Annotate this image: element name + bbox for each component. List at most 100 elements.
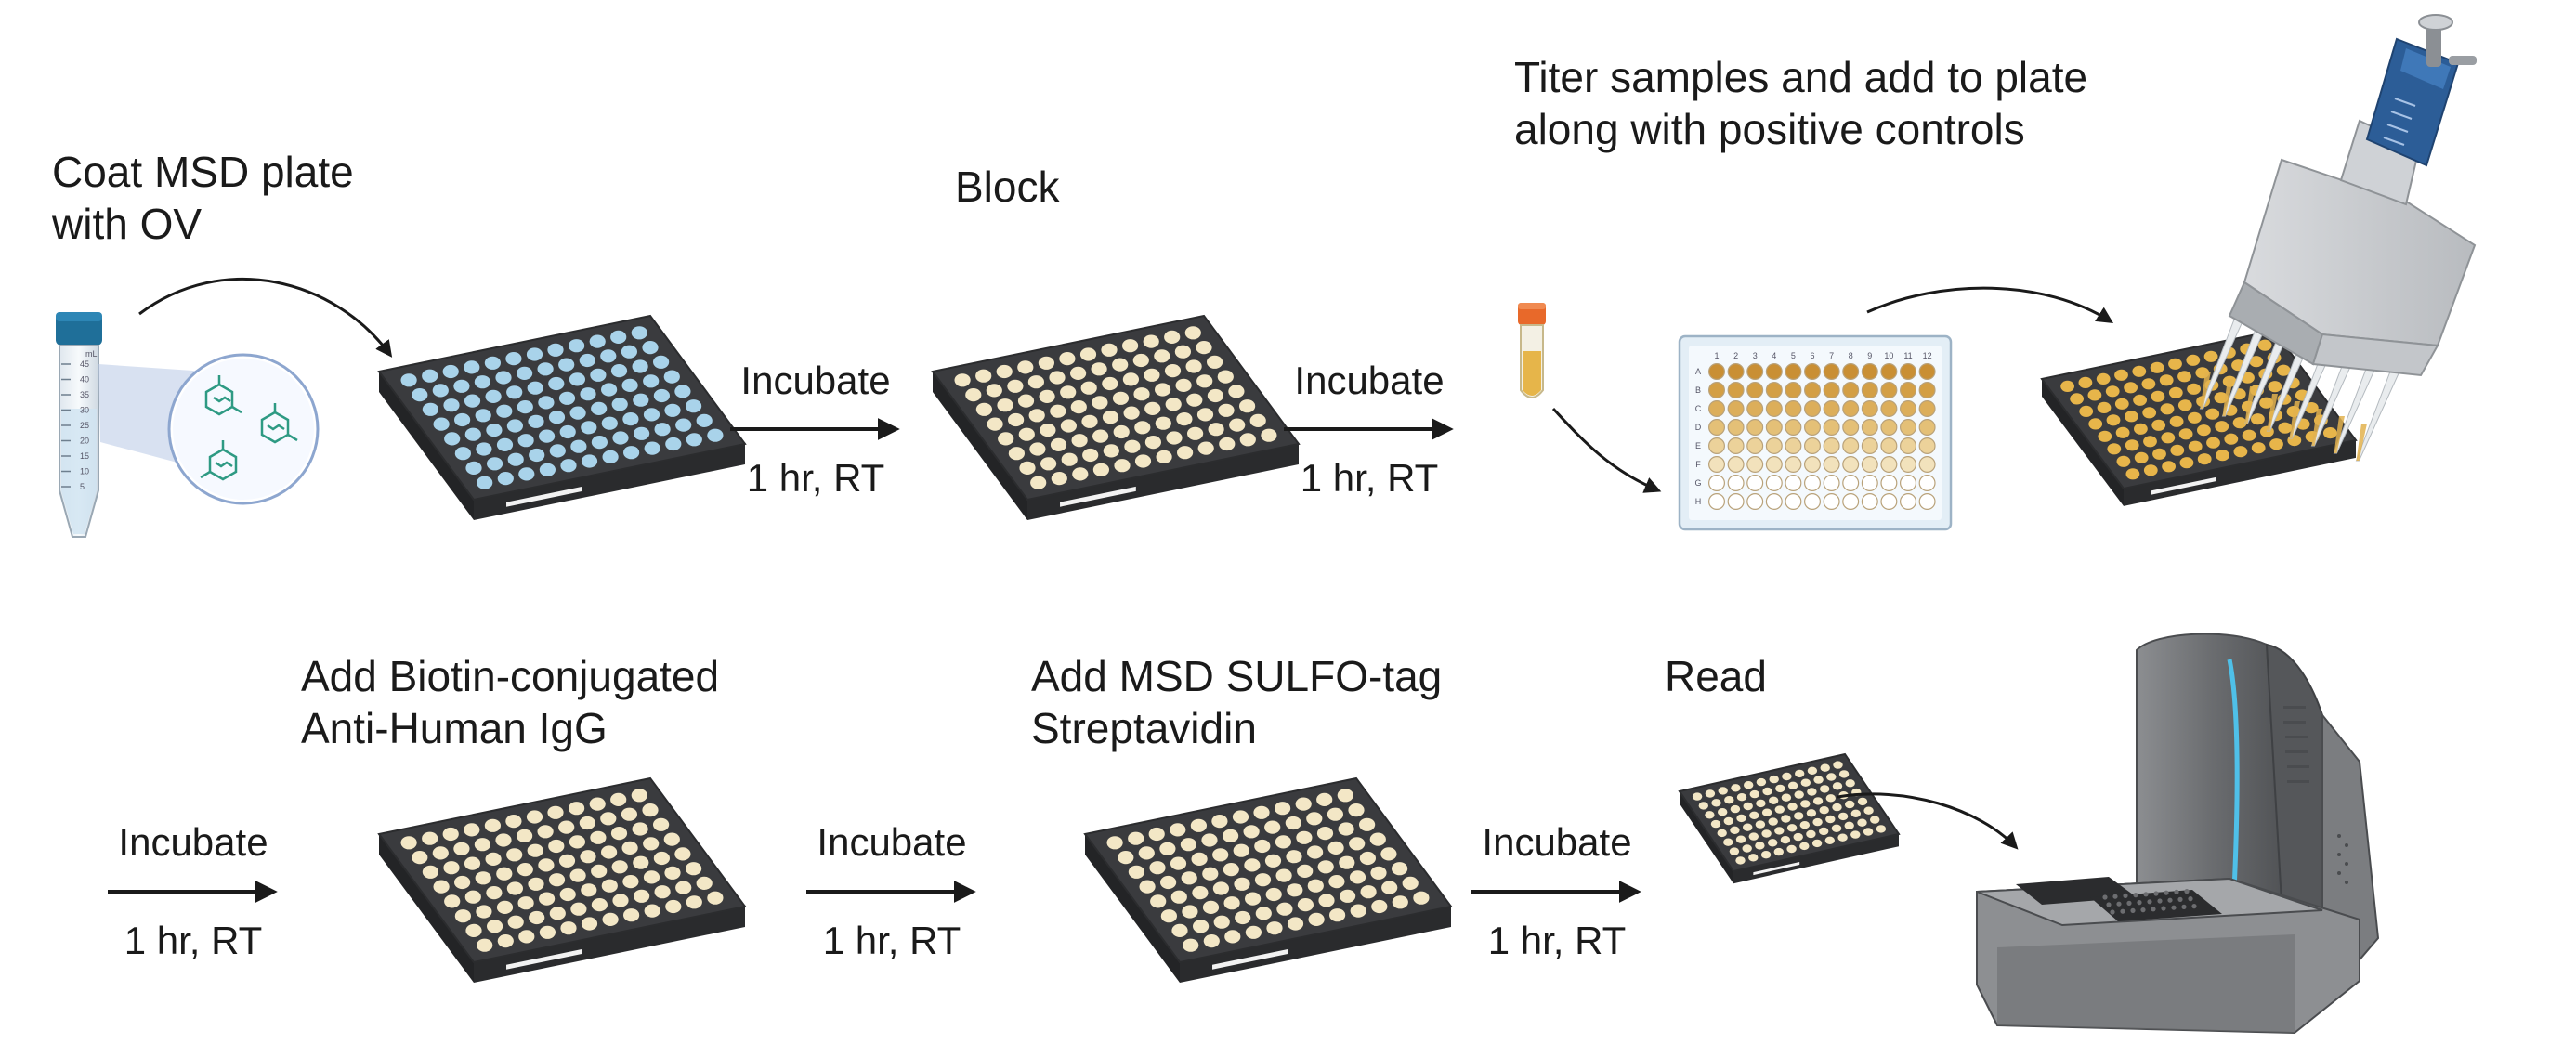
incubate-time-5: 1 hr, RT bbox=[1487, 919, 1627, 962]
dilution-well bbox=[1842, 400, 1860, 418]
tube-tick-label: 5 bbox=[80, 482, 85, 491]
dilution-column-label: 6 bbox=[1810, 351, 1814, 360]
dilution-well bbox=[1823, 475, 1840, 492]
dilution-column-label: 4 bbox=[1772, 351, 1776, 360]
dilution-well bbox=[1727, 382, 1745, 399]
tube-tick-label: 20 bbox=[80, 437, 89, 446]
coated-plate bbox=[377, 314, 747, 520]
dilution-well bbox=[1727, 363, 1745, 381]
dilution-row-label: B bbox=[1695, 385, 1701, 395]
dilution-column-label: 9 bbox=[1867, 351, 1872, 360]
tube-tick-label: 45 bbox=[80, 359, 89, 369]
dilution-well bbox=[1785, 492, 1802, 510]
dilution-column-label: 2 bbox=[1733, 351, 1738, 360]
dilution-well bbox=[1842, 437, 1860, 455]
dilution-well bbox=[1803, 419, 1821, 437]
step-sulfo-line-1: Add MSD SULFO-tag bbox=[1031, 652, 1443, 700]
dilution-column-label: 3 bbox=[1753, 351, 1758, 360]
dilution-well bbox=[1746, 475, 1764, 492]
tube-tick-label: 10 bbox=[80, 467, 89, 476]
dilution-row-label: F bbox=[1695, 460, 1701, 469]
dilution-well bbox=[1880, 363, 1898, 381]
step-read-label: Read bbox=[1665, 650, 1767, 702]
plate-reader-icon bbox=[1976, 633, 2380, 1035]
dilution-well bbox=[1899, 492, 1916, 510]
dilution-well bbox=[1803, 382, 1821, 399]
dilution-well bbox=[1785, 456, 1802, 474]
dilution-column-label: 5 bbox=[1791, 351, 1796, 360]
dilution-well bbox=[1746, 382, 1764, 399]
dilution-well bbox=[1880, 400, 1898, 418]
dilution-well bbox=[1861, 475, 1878, 492]
dilution-well bbox=[1899, 456, 1916, 474]
dilution-well bbox=[1746, 419, 1764, 437]
incubate-time-3: 1 hr, RT bbox=[124, 919, 263, 962]
dilution-well bbox=[1727, 419, 1745, 437]
magnified-ov-protein-icon bbox=[98, 353, 320, 505]
dilution-well bbox=[1727, 492, 1745, 510]
dilution-well bbox=[1861, 456, 1878, 474]
dilution-well bbox=[1880, 419, 1898, 437]
dilution-well bbox=[1746, 400, 1764, 418]
dilution-well bbox=[1746, 492, 1764, 510]
dilution-well bbox=[1785, 437, 1802, 455]
dilution-well bbox=[1861, 492, 1878, 510]
dilution-well bbox=[1899, 363, 1916, 381]
dilution-well bbox=[1785, 419, 1802, 437]
dilution-row-label: C bbox=[1695, 404, 1702, 413]
dilution-well bbox=[1861, 363, 1878, 381]
dilution-well bbox=[1823, 363, 1840, 381]
dilution-well bbox=[1880, 475, 1898, 492]
assay-plates bbox=[377, 314, 2358, 983]
dilution-well bbox=[1803, 492, 1821, 510]
dilution-well bbox=[1785, 382, 1802, 399]
dilution-well bbox=[1785, 363, 1802, 381]
transfer-arrow-1 bbox=[138, 277, 393, 358]
dilution-column-label: 1 bbox=[1714, 351, 1719, 360]
dilution-well bbox=[1899, 419, 1916, 437]
multichannel-pipette-icon bbox=[2199, 14, 2477, 462]
dilution-well bbox=[1707, 419, 1725, 437]
dilution-well bbox=[1803, 456, 1821, 474]
dilution-well bbox=[1765, 492, 1783, 510]
dilution-row-label: A bbox=[1695, 367, 1701, 376]
dilution-well bbox=[1899, 400, 1916, 418]
dilution-well bbox=[1880, 437, 1898, 455]
transfer-arrow-3 bbox=[1866, 286, 2114, 323]
incubate-time-2: 1 hr, RT bbox=[1300, 456, 1439, 500]
dilution-well bbox=[1765, 419, 1783, 437]
dilution-well bbox=[1727, 475, 1745, 492]
dilution-well bbox=[1727, 437, 1745, 455]
tube-tick-label: 15 bbox=[80, 451, 89, 461]
dilution-well bbox=[1842, 382, 1860, 399]
dilution-well bbox=[1842, 363, 1860, 381]
dilution-well bbox=[1823, 382, 1840, 399]
tube-tick-label: 35 bbox=[80, 390, 89, 399]
dilution-well bbox=[1765, 456, 1783, 474]
step-sulfo-label: Add MSD SULFO-tag Streptavidin bbox=[1031, 650, 1442, 754]
step-coat-label: Coat MSD plate with OV bbox=[52, 146, 354, 250]
dilution-well bbox=[1707, 475, 1725, 492]
dilution-well bbox=[1727, 400, 1745, 418]
incubation-arrows bbox=[108, 418, 1641, 903]
tube-unit-label: mL bbox=[85, 349, 98, 359]
dilution-well bbox=[1918, 382, 1936, 399]
dilution-well bbox=[1823, 492, 1840, 510]
dilution-well bbox=[1880, 492, 1898, 510]
dilution-well bbox=[1707, 456, 1725, 474]
step-coat-line-1: Coat MSD plate bbox=[52, 148, 354, 196]
transfer-arrow-4 bbox=[1837, 792, 2019, 850]
dilution-well bbox=[1823, 400, 1840, 418]
tube-tick-label: 25 bbox=[80, 421, 89, 430]
incubate-time-4: 1 hr, RT bbox=[822, 919, 961, 962]
step-biotin-line-1: Add Biotin-conjugated bbox=[301, 652, 720, 700]
incubate-label-3: Incubate bbox=[118, 820, 268, 864]
dilution-well bbox=[1707, 363, 1725, 381]
blocked-plate bbox=[931, 314, 1301, 520]
dilution-well bbox=[1707, 492, 1725, 510]
dilution-well bbox=[1823, 456, 1840, 474]
dilution-well bbox=[1842, 419, 1860, 437]
